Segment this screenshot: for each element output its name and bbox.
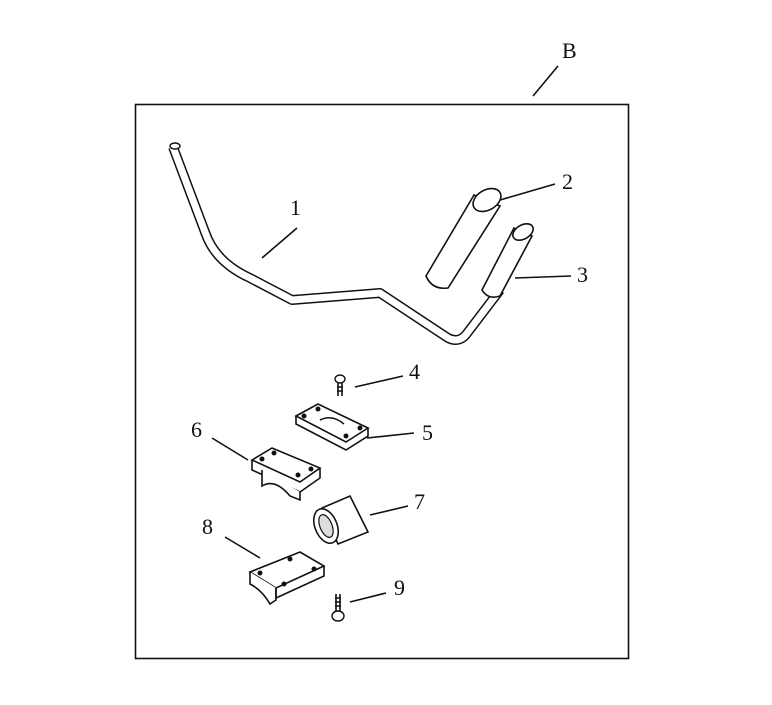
part-label-3: 3 [577,262,588,287]
leader-6 [211,437,249,461]
part-label-5: 5 [422,420,433,445]
clamp-base [250,447,322,502]
assembly-label: B [562,38,577,63]
part-label-6: 6 [191,417,202,442]
screw-bottom [331,594,345,622]
leader-b [532,65,559,97]
grip-large [425,187,502,290]
part-label-9: 9 [394,575,405,600]
leader-3 [514,275,572,279]
leader-2 [499,183,556,201]
clamp-cap [294,403,370,451]
leader-7 [369,505,409,516]
part-label-1: 1 [290,195,301,220]
part-label-4: 4 [409,359,420,384]
leader-9 [349,592,387,603]
part-label-7: 7 [414,489,425,514]
clamp-lower [248,551,326,606]
screw-top [334,374,346,396]
assembly-frame [134,103,630,660]
leader-5 [366,432,415,439]
part-label-2: 2 [562,169,573,194]
part-label-8: 8 [202,514,213,539]
leader-1 [261,227,298,259]
leader-8 [224,536,261,559]
bushing [312,494,370,546]
handlebar-tube [168,142,504,345]
grip-small [481,223,534,298]
leader-4 [354,375,404,388]
